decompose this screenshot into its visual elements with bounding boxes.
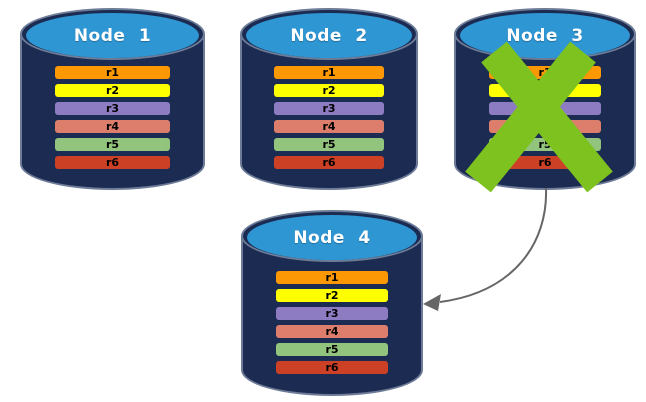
node-4-row-r4: r4 [275, 325, 389, 338]
node-1-label: Node 1 [73, 25, 152, 46]
node-3-label: Node 3 [506, 25, 584, 46]
node-1-row-r6: r6 [55, 156, 170, 169]
node-2-rows: r1 r2 r3 r4 r5 r6 [273, 66, 385, 174]
node-2-cylinder: Node 2 r1 r2 r3 r4 r5 r6 [240, 8, 418, 190]
cylinder-cap-top: Node 1 [26, 13, 199, 58]
node-1-row-r3: r3 [55, 102, 170, 115]
node-4-rows: r1 r2 r3 r4 r5 r6 [275, 271, 389, 379]
node-4-row-r5: r5 [275, 343, 389, 356]
node-4-row-r6: r6 [275, 361, 389, 374]
node-2-label: Node 2 [290, 25, 368, 46]
cylinder-cap-top: Node 4 [247, 215, 417, 260]
node-1-row-r1: r1 [55, 66, 170, 79]
node-1-rows: r1 r2 r3 r4 r5 r6 [55, 66, 170, 174]
node-2-row-r1: r1 [273, 66, 385, 79]
node-2-row-r6: r6 [273, 156, 385, 169]
node-4-row-r1: r1 [275, 271, 389, 284]
node-3-cylinder: Node 3 r1 r2 r3 r4 r5 r6 [454, 8, 636, 193]
node-1-row-r2: r2 [55, 84, 170, 97]
node-1-row-r4: r4 [55, 120, 170, 133]
node-4-row-r3: r3 [275, 307, 389, 320]
node-2-row-r4: r4 [273, 120, 385, 133]
node-4-cylinder: Node 4 r1 r2 r3 r4 r5 r6 [241, 210, 423, 396]
node-1-cylinder: Node 1 r1 r2 r3 r4 r5 r6 [20, 8, 205, 190]
cylinder-cap-top: Node 3 [460, 13, 630, 58]
node-2-row-r2: r2 [273, 84, 385, 97]
node-1-row-r5: r5 [55, 138, 170, 151]
x-mark-icon [465, 41, 613, 193]
node-4-row-r2: r2 [275, 289, 389, 302]
node-2-row-r3: r3 [273, 102, 385, 115]
cylinder-cap-top: Node 2 [246, 13, 412, 58]
node-4-label: Node 4 [293, 227, 371, 248]
node-2-row-r5: r5 [273, 138, 385, 151]
